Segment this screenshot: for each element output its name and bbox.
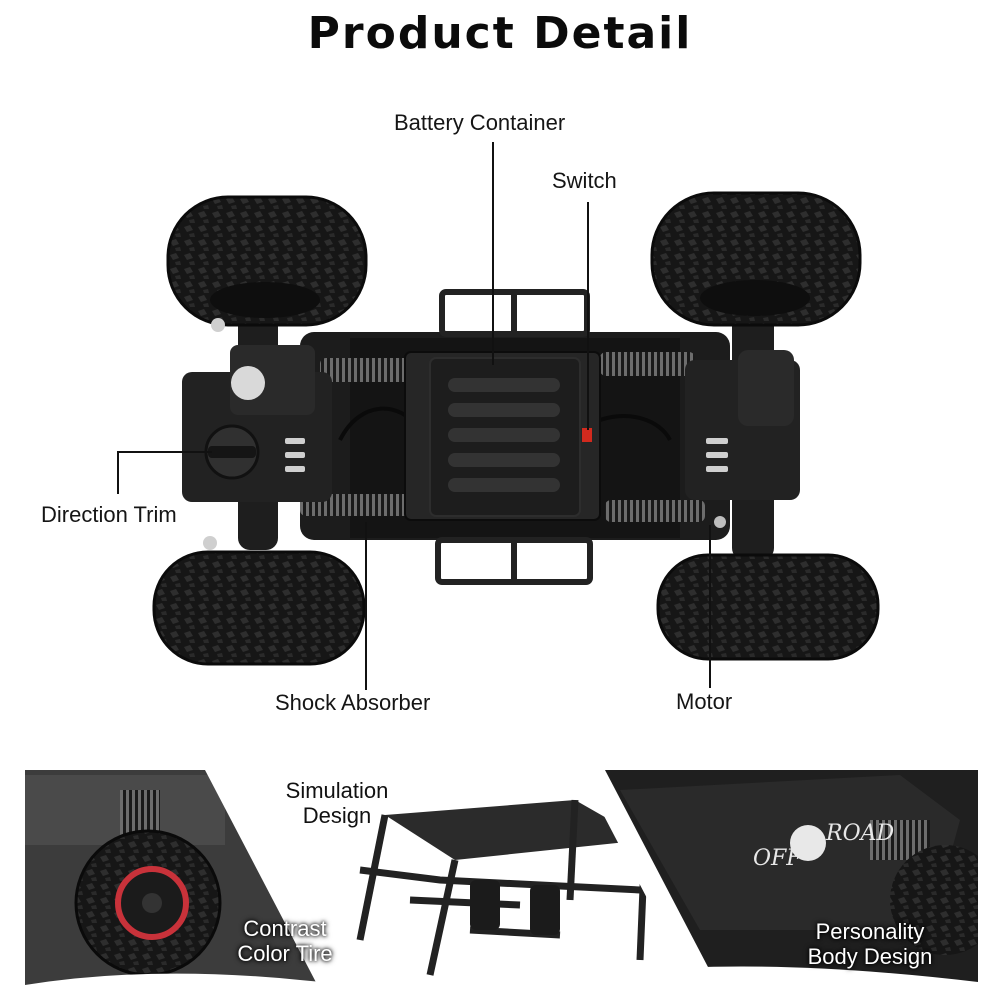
- power-switch: [582, 428, 592, 442]
- label-switch: Switch: [552, 168, 617, 193]
- svg-text:ROAD: ROAD: [825, 821, 894, 846]
- tire-rear-right: [656, 553, 880, 661]
- label-direction-trim: Direction Trim: [41, 502, 177, 527]
- label-motor: Motor: [676, 689, 733, 714]
- rc-car-top-view: [152, 191, 880, 666]
- caption-simulation-design: Simulation Design: [262, 778, 412, 828]
- caption-contrast-color-tire: Contrast Color Tire: [210, 916, 360, 966]
- tire-rear-left: [152, 550, 366, 666]
- detail-panels: OFF ROAD: [25, 770, 978, 1000]
- caption-line: Body Design: [807, 944, 933, 969]
- caption-line: Design: [302, 803, 372, 828]
- page-title: Product Detail: [307, 8, 693, 59]
- tire-front-right: [650, 191, 862, 327]
- tire-front-left: [166, 195, 368, 327]
- caption-personality-body-design: Personality Body Design: [790, 919, 950, 969]
- callout-lines: [117, 142, 711, 690]
- label-shock-absorber: Shock Absorber: [275, 690, 431, 715]
- svg-text:OFF: OFF: [753, 846, 802, 871]
- caption-line: Color Tire: [237, 941, 333, 966]
- caption-line: Contrast: [243, 916, 327, 941]
- caption-line: Simulation: [285, 778, 389, 803]
- label-battery-container: Battery Container: [394, 110, 566, 135]
- caption-line: Personality: [815, 919, 925, 944]
